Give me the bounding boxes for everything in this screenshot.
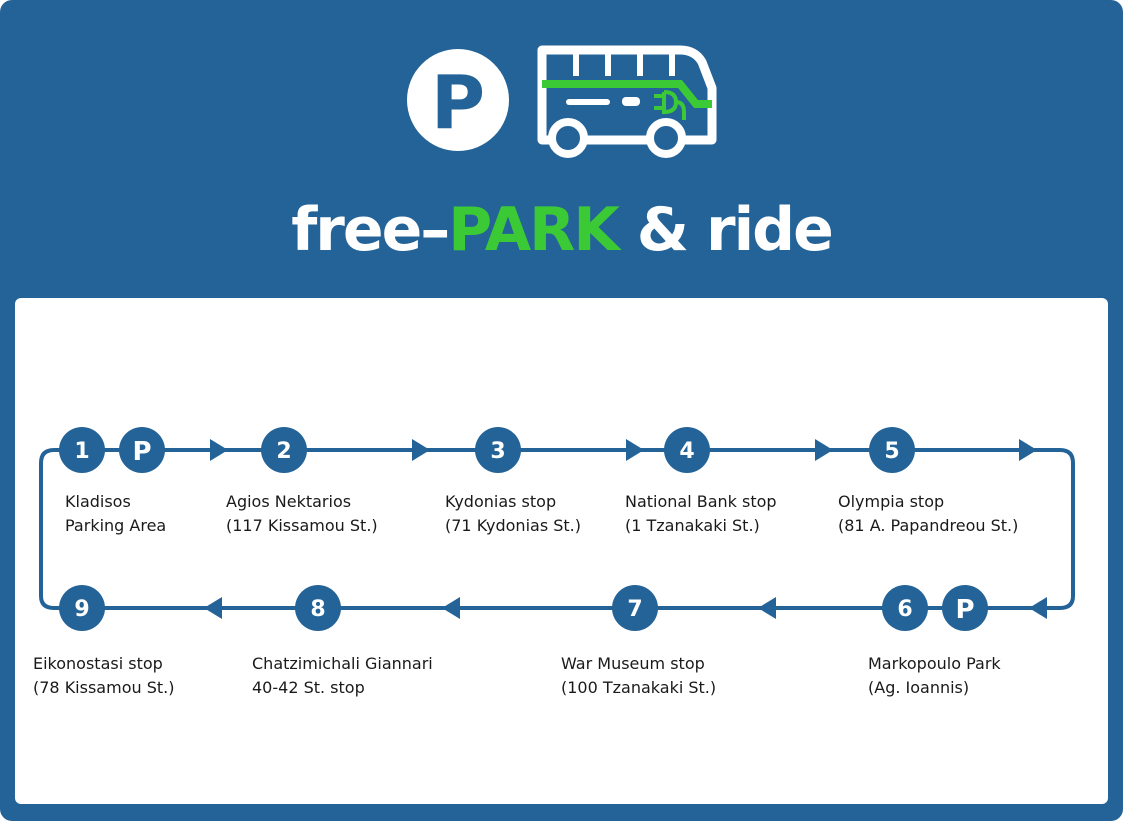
stop-name: National Bank stop xyxy=(625,492,777,511)
stop-address: (1 Tzanakaki St.) xyxy=(625,516,760,535)
title-part-2: & ride xyxy=(617,195,834,265)
direction-arrow-icon xyxy=(815,439,833,461)
stop-name: Olympia stop xyxy=(838,492,945,511)
stop-name: Eikonostasi stop xyxy=(33,654,163,673)
stop-number-badge xyxy=(295,585,341,631)
stop-address: 40-42 St. stop xyxy=(252,678,365,697)
parking-icon: P xyxy=(942,585,988,631)
stop-address: (78 Kissamou St.) xyxy=(33,678,175,697)
stop-node-5: 5 xyxy=(869,427,915,473)
parking-icon: P xyxy=(119,427,165,473)
stop-address: (100 Tzanakaki St.) xyxy=(561,678,717,697)
stop-address: (71 Kydonias St.) xyxy=(445,516,581,535)
svg-text:P: P xyxy=(955,595,974,625)
direction-arrow-icon xyxy=(758,597,776,619)
stop-name: Agios Nektarios xyxy=(226,492,352,511)
page-title: free–PARK & ride xyxy=(0,190,1123,270)
direction-arrow-icon xyxy=(412,439,430,461)
stop-number-badge xyxy=(475,427,521,473)
direction-arrow-icon xyxy=(1029,597,1047,619)
stop-number: 4 xyxy=(679,439,694,464)
stop-number: 9 xyxy=(74,597,89,622)
stop-label-8: Chatzimichali Giannari 40-42 St. stop xyxy=(252,652,433,700)
stop-number: 2 xyxy=(276,439,291,464)
stop-address: Parking Area xyxy=(65,516,167,535)
stop-name: Chatzimichali Giannari xyxy=(252,654,433,673)
stop-label-6: Markopoulo Park (Ag. Ioannis) xyxy=(868,652,1001,700)
stop-node-9: 9 xyxy=(59,585,105,631)
stop-label-5: Olympia stop (81 A. Papandreou St.) xyxy=(838,490,1018,538)
header-icons: P xyxy=(407,45,717,158)
svg-text:P: P xyxy=(431,60,485,146)
route-panel xyxy=(15,298,1108,804)
stop-number-badge xyxy=(59,427,105,473)
stop-number: 6 xyxy=(897,597,912,622)
stop-node-2: 2 xyxy=(261,427,307,473)
stop-number-badge xyxy=(59,585,105,631)
stop-number: 7 xyxy=(627,597,642,622)
svg-text:P: P xyxy=(132,437,151,467)
stop-node-7: 7 xyxy=(612,585,658,631)
stop-address: (81 A. Papandreou St.) xyxy=(838,516,1019,535)
direction-arrow-icon xyxy=(1019,439,1037,461)
title-part-1: free– xyxy=(291,195,450,265)
stop-number-badge xyxy=(612,585,658,631)
stop-name: War Museum stop xyxy=(561,654,705,673)
route-arrows xyxy=(204,439,1047,619)
stop-number-badge xyxy=(869,427,915,473)
stop-address: (Ag. Ioannis) xyxy=(868,678,970,697)
direction-arrow-icon xyxy=(626,439,644,461)
parking-icon: P xyxy=(407,49,509,151)
stop-label-2: Agios Nektarios (117 Kissamou St.) xyxy=(226,490,378,538)
stop-node-4: 4 xyxy=(664,427,710,473)
stop-node-3: 3 xyxy=(475,427,521,473)
stop-node-8: 8 xyxy=(295,585,341,631)
stop-number: 8 xyxy=(310,597,325,622)
direction-arrow-icon xyxy=(204,597,222,619)
direction-arrow-icon xyxy=(210,439,228,461)
stop-number: 3 xyxy=(490,439,505,464)
stop-name: Kladisos xyxy=(65,492,131,511)
route-loop-line xyxy=(39,448,1075,610)
stop-address: (117 Kissamou St.) xyxy=(226,516,378,535)
stop-number-badge xyxy=(261,427,307,473)
stop-number: 1 xyxy=(74,439,89,464)
stop-number-badge xyxy=(882,585,928,631)
title-accent: PARK xyxy=(448,195,620,265)
stop-label-3: Kydonias stop (71 Kydonias St.) xyxy=(445,490,581,538)
direction-arrow-icon xyxy=(442,597,460,619)
stop-name: Markopoulo Park xyxy=(868,654,1001,673)
stop-label-7: War Museum stop (100 Tzanakaki St.) xyxy=(561,652,716,700)
stop-name: Kydonias stop xyxy=(445,492,557,511)
electric-bus-icon xyxy=(537,45,717,158)
stop-number: 5 xyxy=(884,439,899,464)
stop-label-9: Eikonostasi stop (78 Kissamou St.) xyxy=(33,652,174,700)
stop-number-badge xyxy=(664,427,710,473)
stop-label-4: National Bank stop (1 Tzanakaki St.) xyxy=(625,490,777,538)
